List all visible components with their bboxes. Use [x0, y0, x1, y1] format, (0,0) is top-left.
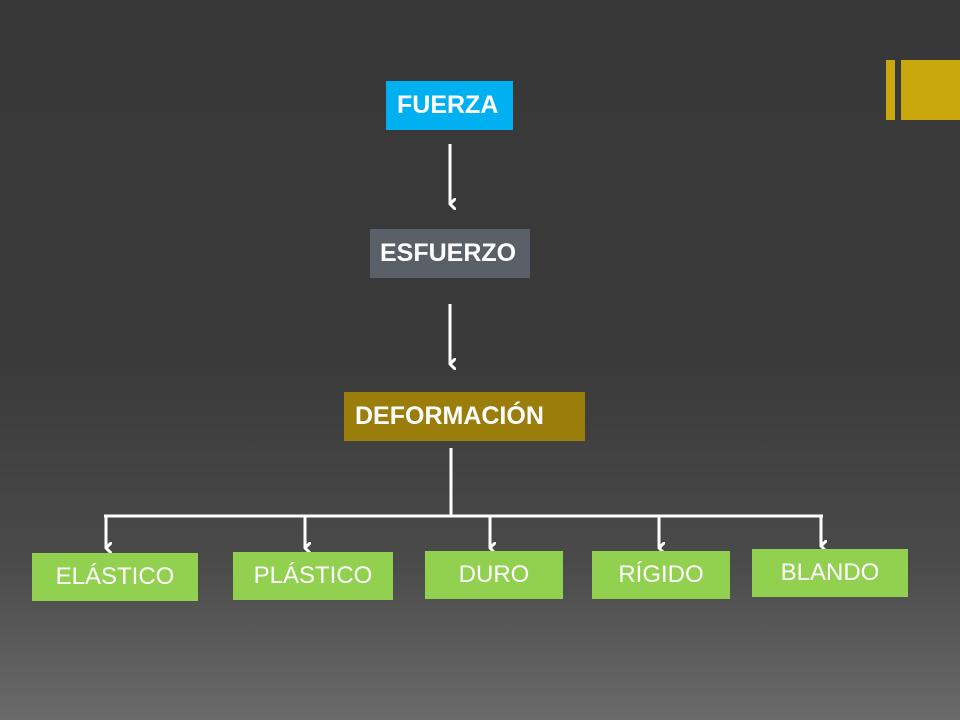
node-esfuerzo: ESFUERZO — [370, 229, 530, 278]
node-plastico-label: PLÁSTICO — [253, 562, 373, 589]
node-duro: DURO — [425, 551, 563, 599]
node-rigido-label: RÍGIDO — [618, 561, 704, 588]
decorative-wide-bar — [901, 60, 960, 120]
node-deformacion: DEFORMACIÓN — [344, 392, 585, 441]
node-esfuerzo-label: ESFUERZO — [380, 239, 517, 267]
node-duro-label: DURO — [458, 561, 530, 588]
decorative-thin-bar — [886, 60, 895, 120]
node-fuerza: FUERZA — [386, 81, 513, 130]
node-fuerza-label: FUERZA — [397, 91, 499, 119]
node-blando-label: BLANDO — [780, 559, 880, 586]
node-elastico-label: ELÁSTICO — [55, 563, 175, 590]
node-deformacion-label: DEFORMACIÓN — [355, 402, 544, 430]
node-elastico: ELÁSTICO — [32, 553, 198, 601]
node-plastico: PLÁSTICO — [233, 552, 393, 600]
node-rigido: RÍGIDO — [592, 551, 730, 599]
node-blando: BLANDO — [752, 549, 908, 597]
